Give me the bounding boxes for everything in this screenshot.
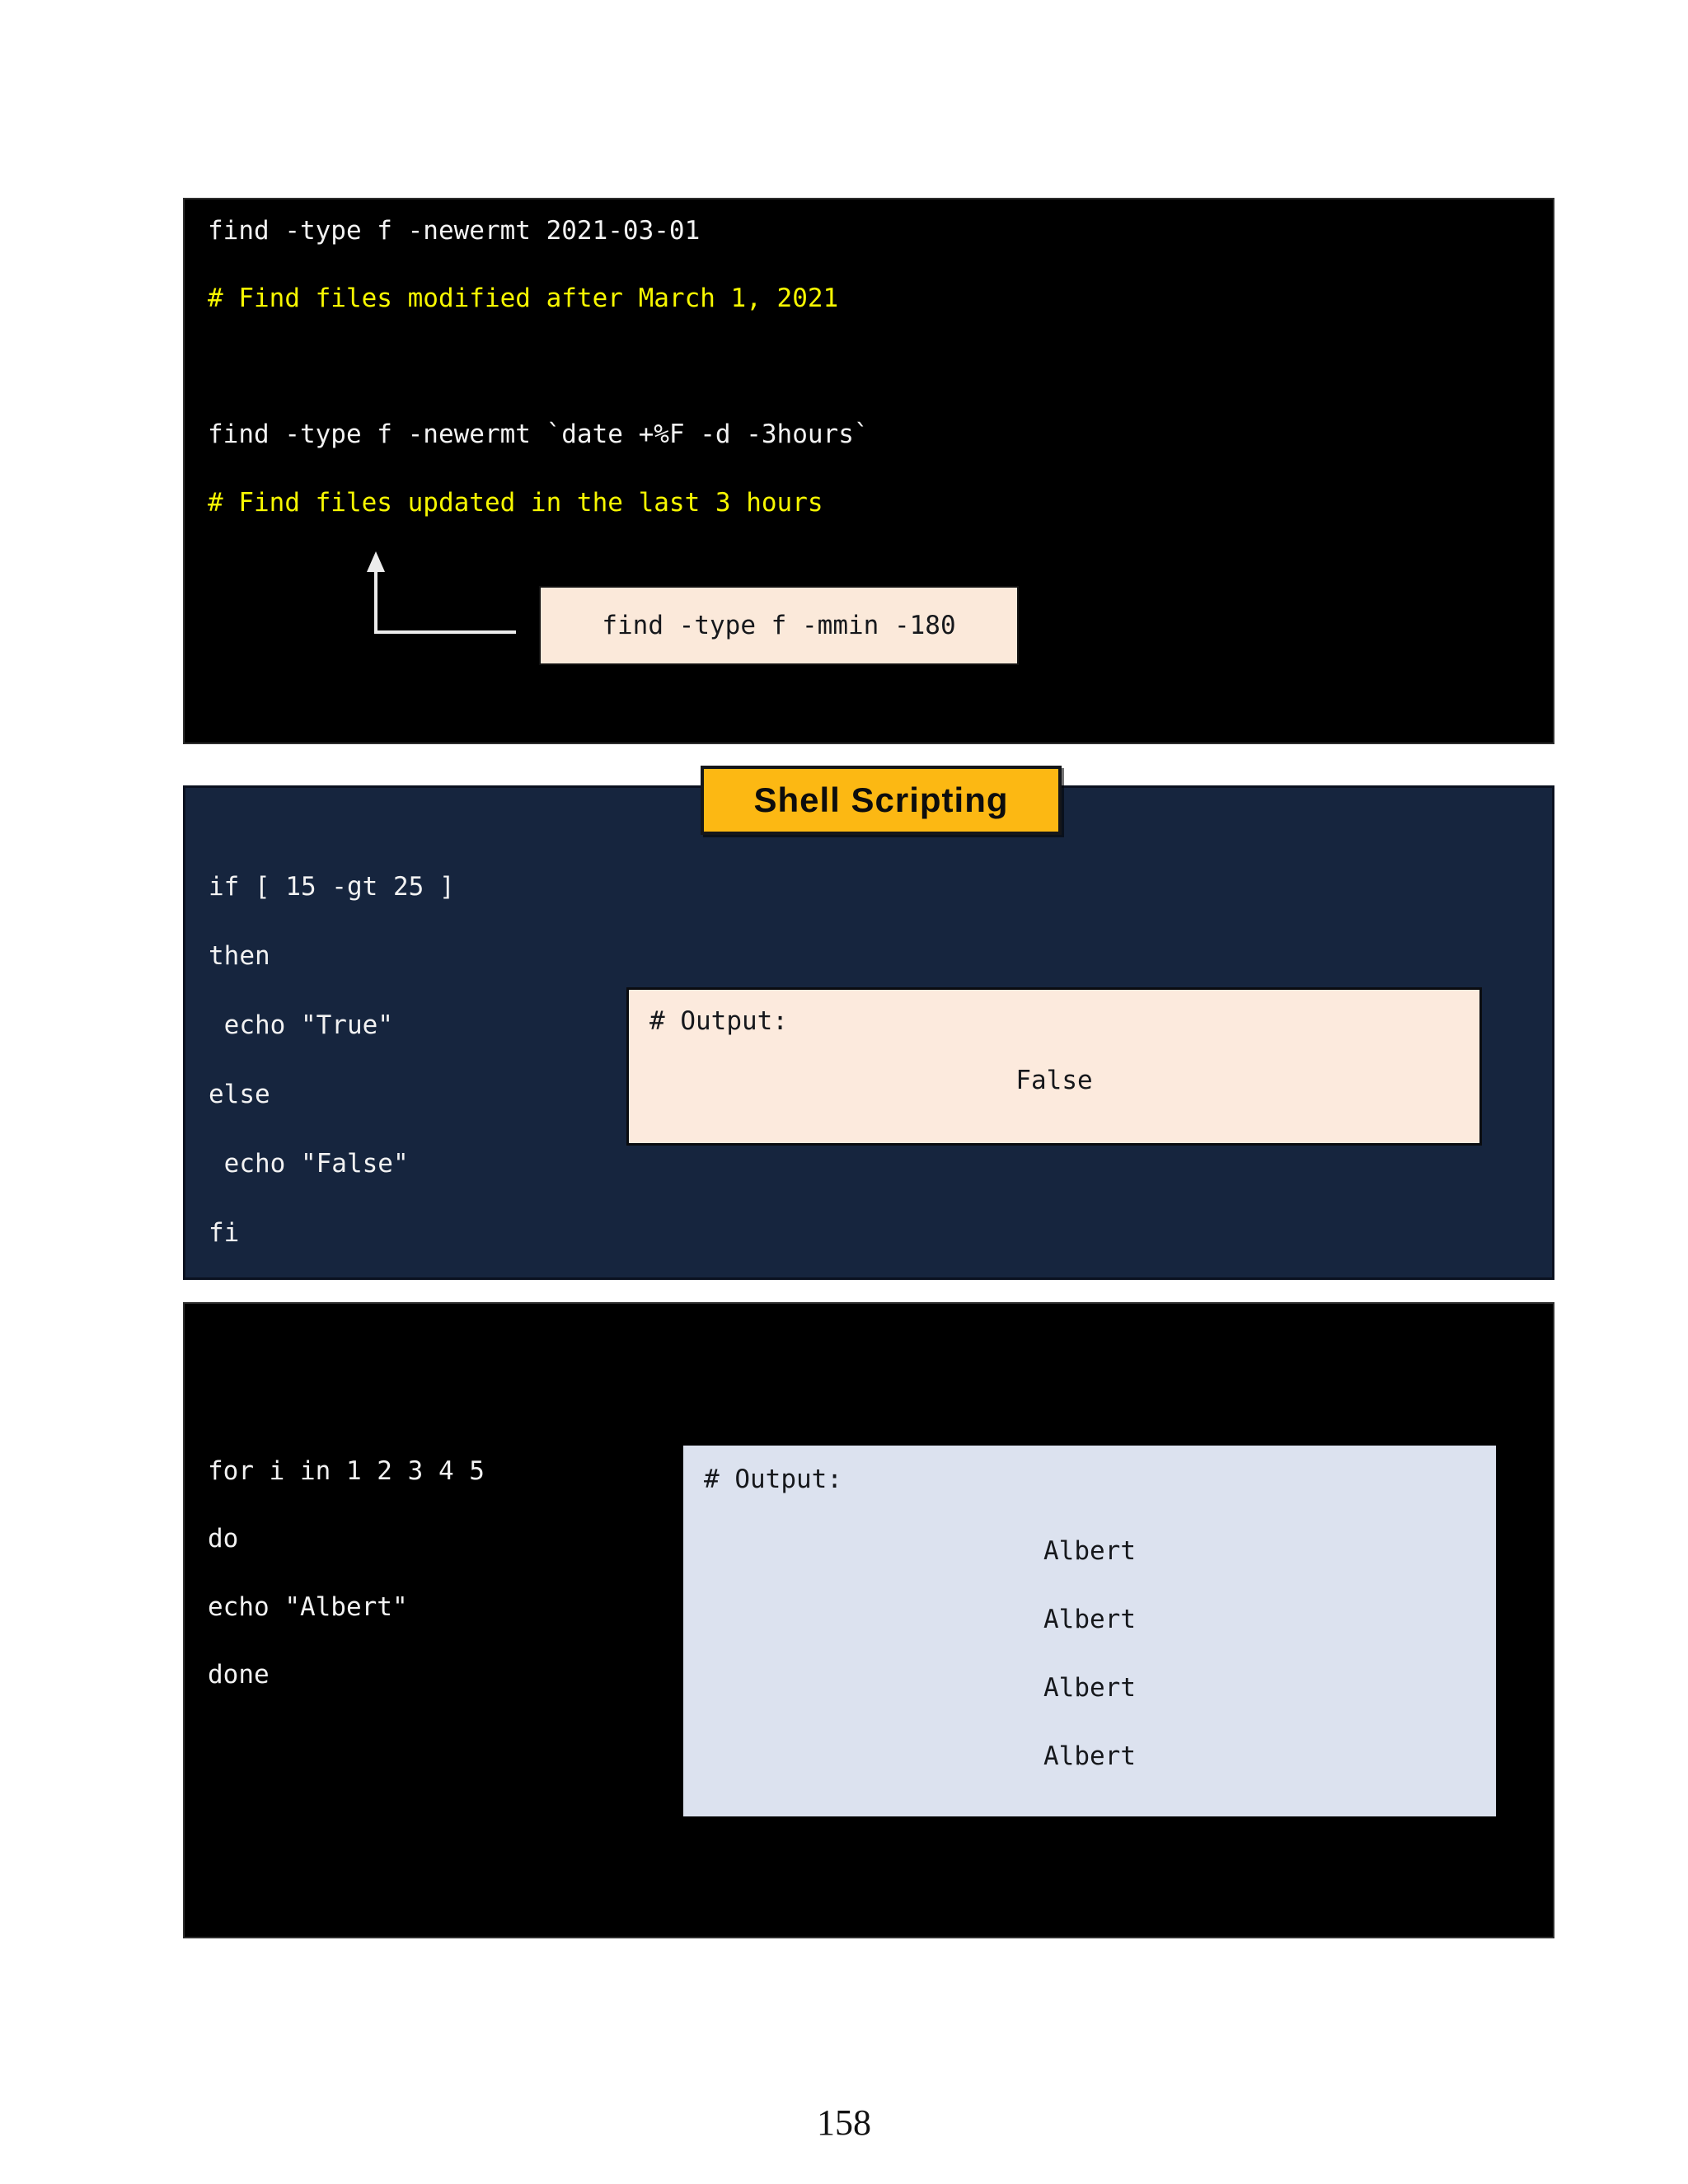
- code-line-echo-true: echo "True": [209, 1010, 393, 1040]
- arrow-up-icon: [367, 551, 385, 572]
- code-line-done: done: [208, 1660, 270, 1690]
- if-output-box: # Output: False: [626, 987, 1482, 1146]
- code-line-find-newermt-date: find -type f -newermt 2021-03-01: [208, 216, 701, 246]
- for-output-box: # Output: Albert Albert Albert Albert: [683, 1446, 1496, 1816]
- equivalent-command-callout: find -type f -mmin -180: [539, 586, 1019, 665]
- output-label: # Output:: [649, 1006, 788, 1036]
- code-line-do: do: [208, 1524, 239, 1554]
- arrow-vertical-stem: [374, 570, 377, 634]
- output-value-albert-1: Albert: [1043, 1536, 1136, 1566]
- code-line-echo-albert: echo "Albert": [208, 1592, 408, 1622]
- output-value-albert-3: Albert: [1043, 1673, 1136, 1703]
- output-label: # Output:: [704, 1465, 842, 1494]
- callout-command-text: find -type f -mmin -180: [602, 611, 956, 640]
- page-number: 158: [817, 2102, 871, 2143]
- code-line-then: then: [209, 941, 270, 971]
- output-value-albert-4: Albert: [1043, 1741, 1136, 1771]
- code-line-find-newermt-backtick: find -type f -newermt `date +%F -d -3hou…: [208, 419, 870, 449]
- code-line-for: for i in 1 2 3 4 5: [208, 1456, 485, 1486]
- if-else-block: if [ 15 -gt 25 ] then echo "True" else e…: [183, 785, 1554, 1280]
- for-loop-block: for i in 1 2 3 4 5 do echo "Albert" done…: [183, 1302, 1554, 1938]
- comment-line-last-3-hours: # Find files updated in the last 3 hours: [208, 488, 823, 518]
- output-value-false: False: [1015, 1066, 1093, 1095]
- arrow-horizontal-stem: [374, 630, 516, 634]
- output-value-albert-2: Albert: [1043, 1605, 1136, 1634]
- shell-scripting-badge: Shell Scripting: [701, 766, 1062, 835]
- comment-line-modified-after: # Find files modified after March 1, 202…: [208, 284, 839, 313]
- code-line-echo-false: echo "False": [209, 1149, 409, 1179]
- code-line-else: else: [209, 1080, 270, 1109]
- find-terminal-block: find -type f -newermt 2021-03-01 # Find …: [183, 198, 1554, 744]
- code-line-fi: fi: [209, 1218, 240, 1248]
- badge-label: Shell Scripting: [753, 780, 1009, 819]
- code-line-if: if [ 15 -gt 25 ]: [209, 872, 455, 902]
